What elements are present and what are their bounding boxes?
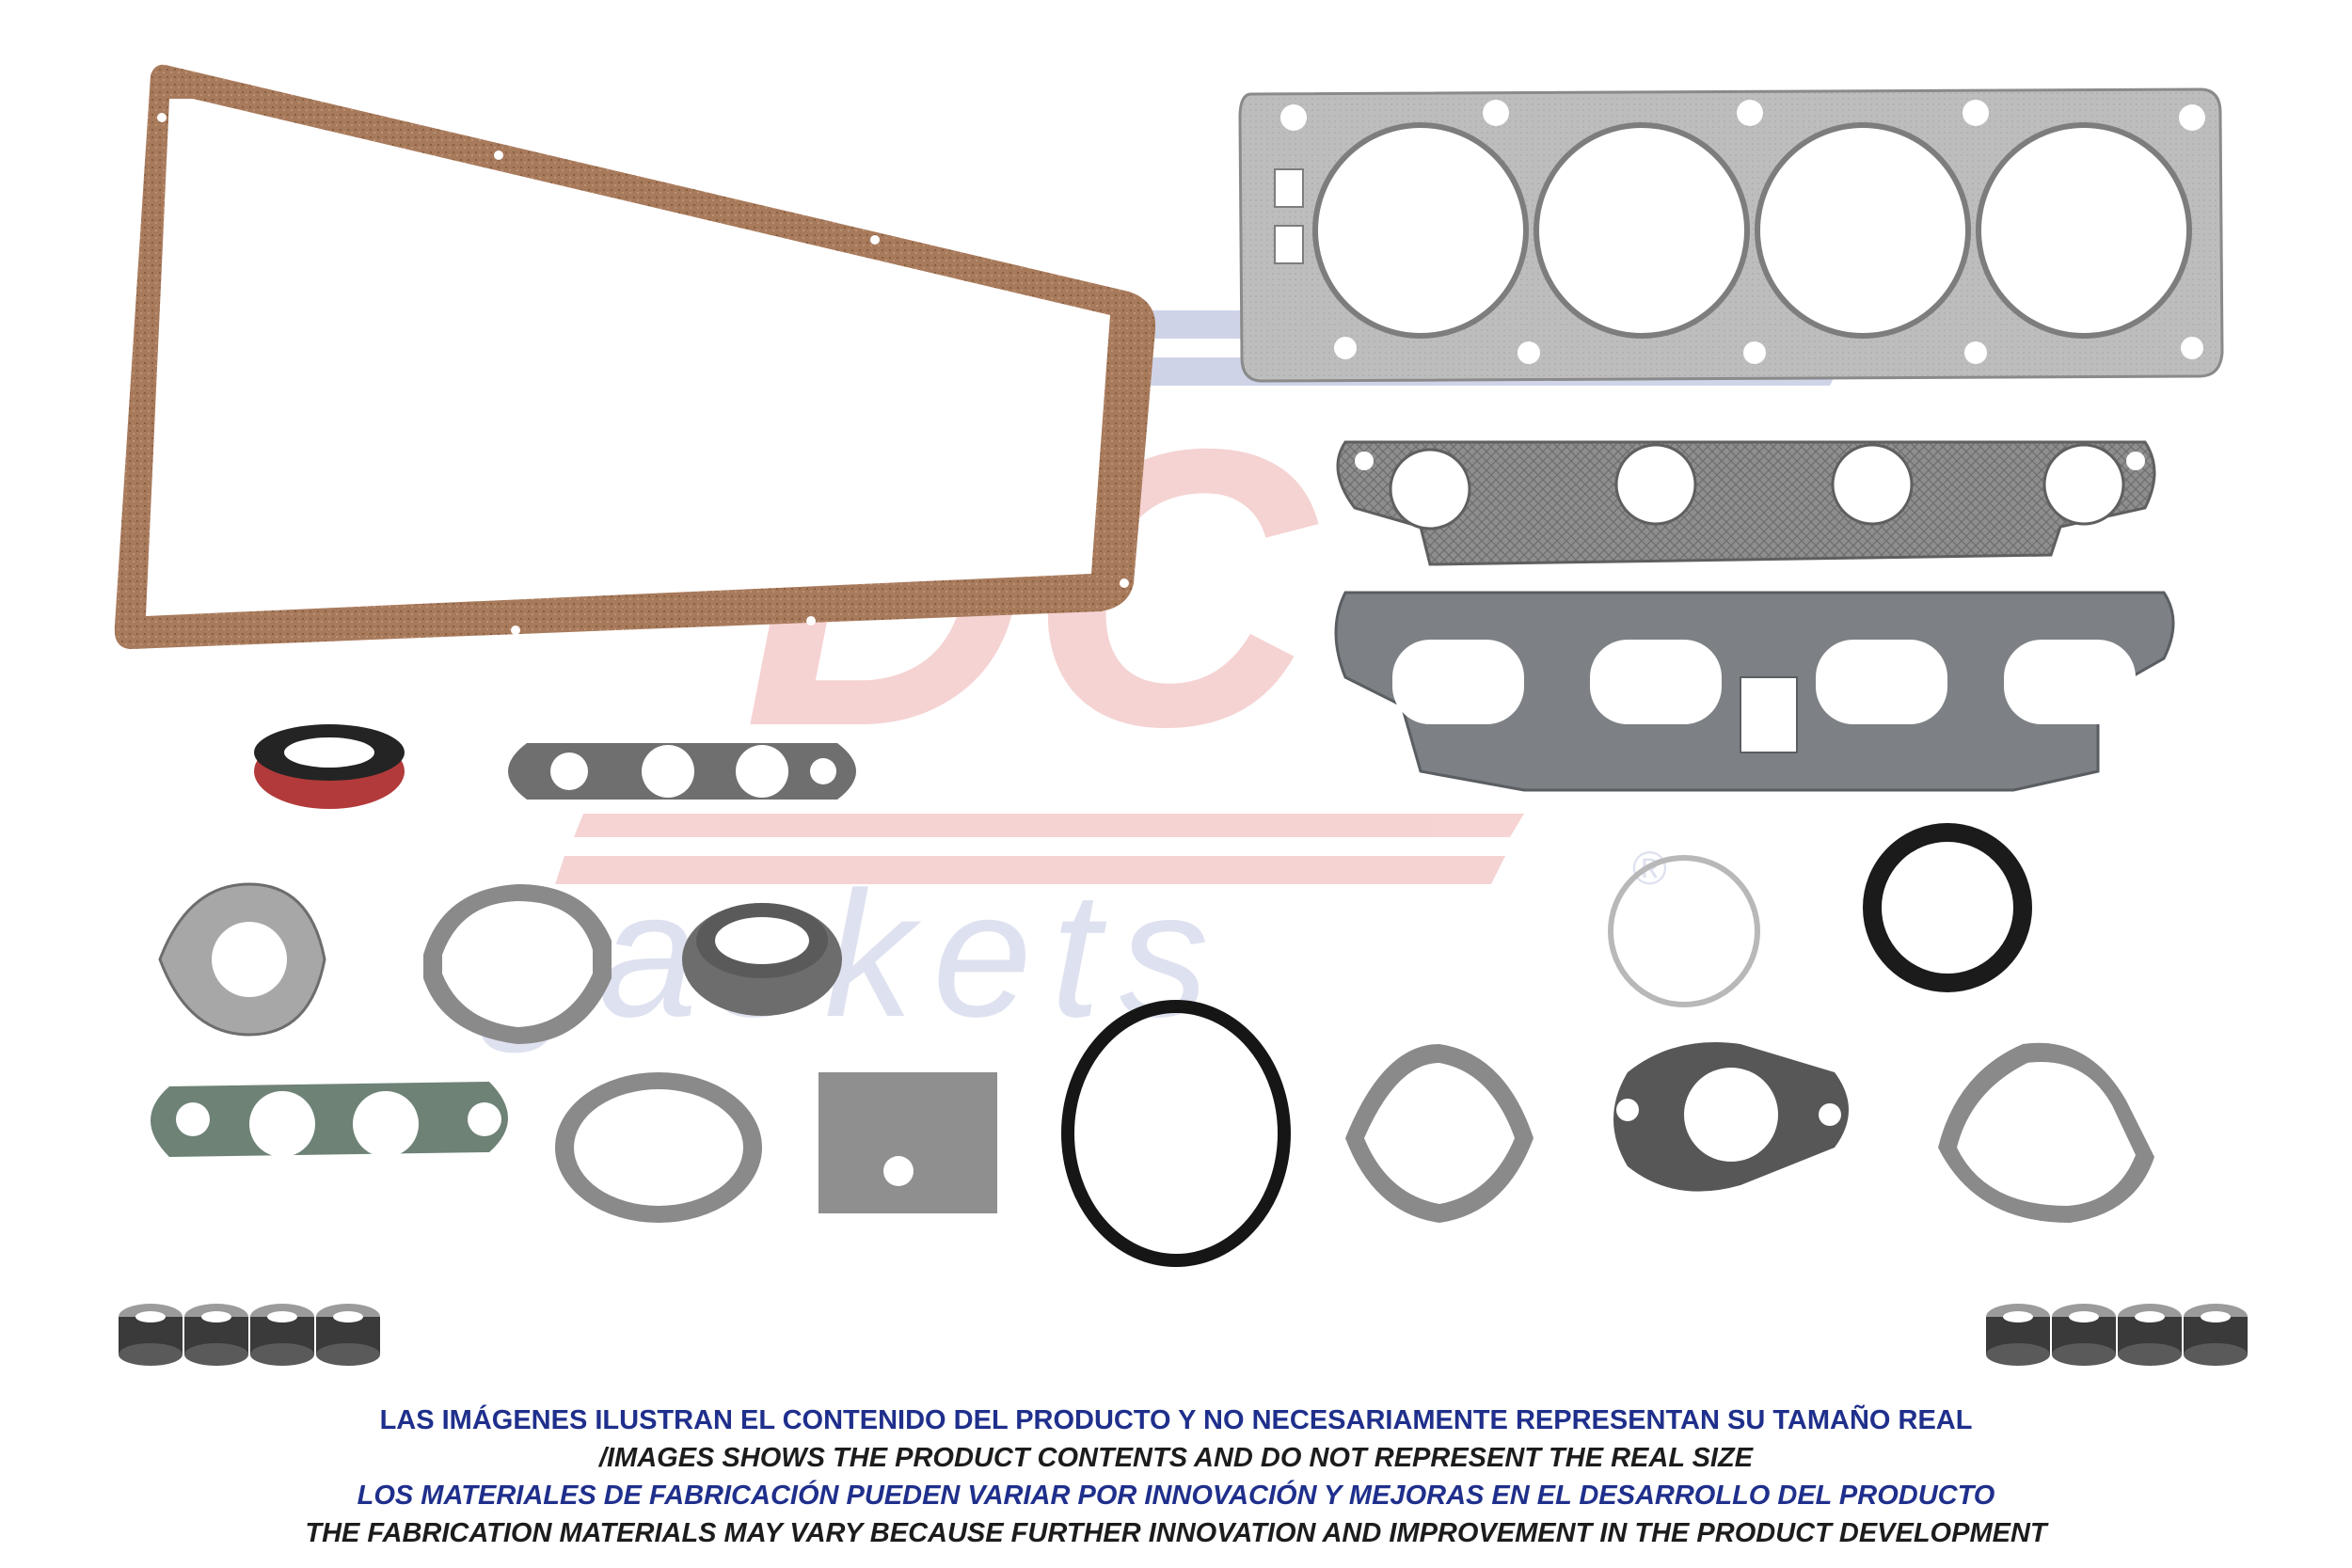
valve-stem-seals-right bbox=[1986, 1304, 2248, 1366]
exhaust-manifold-gasket bbox=[1336, 440, 2156, 566]
o-ring-thin bbox=[1608, 855, 1760, 1007]
disclaimer-line-1: LAS IMÁGENES ILUSTRAN EL CONTENIDO DEL P… bbox=[379, 1405, 1973, 1435]
oil-seal bbox=[254, 724, 405, 809]
disclaimer-line-4: THE FABRICATION MATERIALS MAY VARY BECAU… bbox=[305, 1518, 2047, 1548]
thrust-washer bbox=[158, 882, 326, 1037]
fuel-pump-gasket bbox=[555, 1072, 762, 1223]
thermostat-gasket bbox=[1613, 1042, 1849, 1192]
disclaimer-line-2: /IMAGES SHOWS THE PRODUCT CONTENTS AND D… bbox=[598, 1443, 1754, 1473]
o-ring-thick bbox=[1863, 823, 2032, 992]
distributor-gasket bbox=[1345, 1044, 1534, 1223]
housing-gasket bbox=[1938, 1042, 2154, 1223]
exhaust-donut-ring bbox=[682, 903, 842, 1016]
intake-manifold-gasket bbox=[1334, 591, 2175, 792]
cover-plate-gasket bbox=[818, 1072, 997, 1213]
water-pump-gasket bbox=[423, 884, 612, 1044]
cylinder-head-gasket bbox=[1238, 87, 2224, 383]
disclaimer-block: LAS IMÁGENES ILUSTRAN EL CONTENIDO DEL P… bbox=[0, 1402, 2352, 1552]
egr-gasket bbox=[508, 743, 856, 800]
large-o-ring bbox=[1061, 1000, 1291, 1267]
valve-stem-seals-left bbox=[119, 1304, 380, 1366]
disclaimer-line-3: LOS MATERIALES DE FABRICACIÓN PUEDEN VAR… bbox=[357, 1481, 1995, 1511]
valve-cover-gasket bbox=[114, 64, 1156, 649]
oil-pump-gasket bbox=[151, 1082, 508, 1157]
